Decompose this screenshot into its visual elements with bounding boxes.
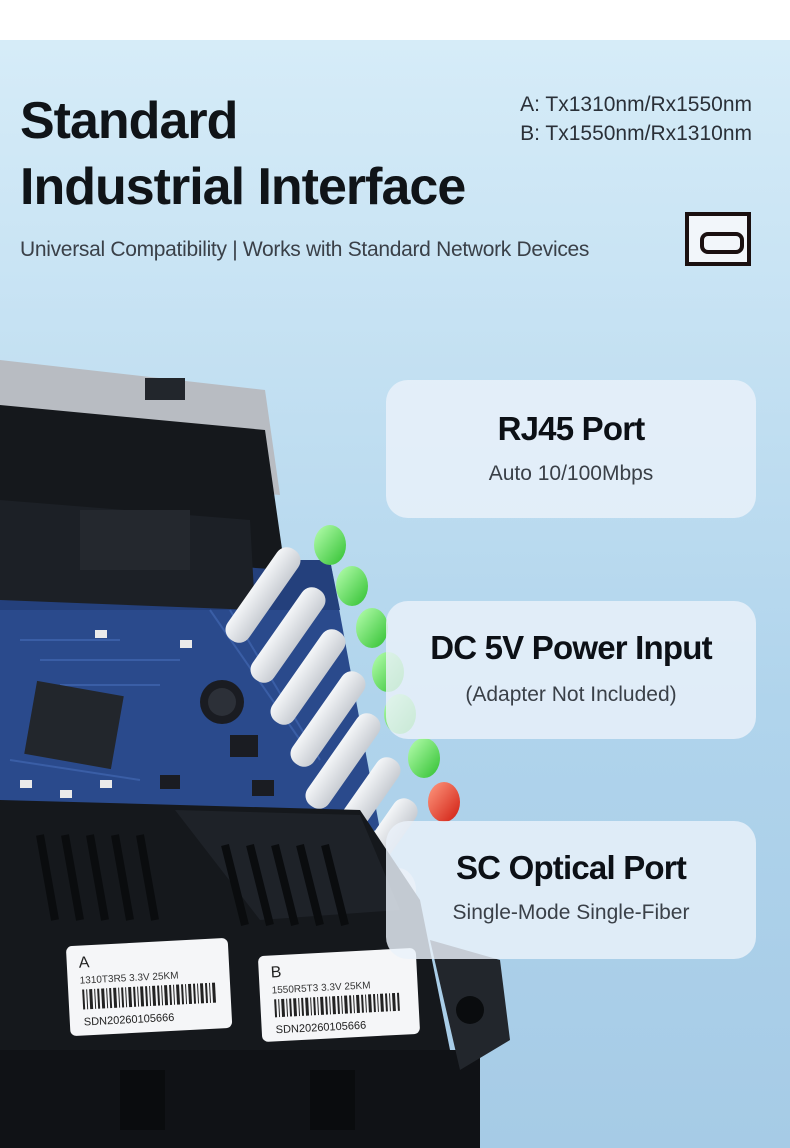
page-title: Standard Industrial Interface <box>20 88 466 220</box>
title-line-2: Industrial Interface <box>20 158 466 216</box>
capacitor <box>200 680 244 724</box>
label-b-spec: 1550R5T3 3.3V 25KM <box>271 980 370 996</box>
feature-title: SC Optical Port <box>455 849 687 886</box>
fiber-label-b: B 1550R5T3 3.3V 25KM SDN202601 <box>258 948 420 1042</box>
feature-subtitle: Auto 10/100Mbps <box>488 462 654 485</box>
label-b-letter: B <box>270 964 282 982</box>
label-a-spec: 1310T3R5 3.3V 25KM <box>79 971 178 987</box>
sc-optical-housing <box>0 800 510 1148</box>
wavelength-b: B: Tx1550nm/Rx1310nm <box>520 122 752 145</box>
fiber-label-a: A 1310T3R5 3.3V 25KM <box>66 938 233 1036</box>
led-3 <box>270 608 388 725</box>
feature-card-power: DC 5V Power Input (Adapter Not Included) <box>386 601 756 739</box>
label-a-letter: A <box>78 954 90 972</box>
feature-title: RJ45 Port <box>497 410 646 447</box>
wavelength-a: A: Tx1310nm/Rx1550nm <box>520 93 752 116</box>
label-a-serial: SDN20260105666 <box>84 1012 175 1029</box>
led-1 <box>225 525 346 643</box>
rj45-housing <box>0 360 285 610</box>
feature-subtitle: Single-Mode Single-Fiber <box>452 901 690 924</box>
main-chip <box>24 680 124 770</box>
feature-card-sc-optical: SC Optical Port Single-Mode Single-Fiber <box>386 821 756 959</box>
page-subtitle: Universal Compatibility | Works with Sta… <box>20 238 590 261</box>
feature-title: DC 5V Power Input <box>430 629 712 666</box>
product-banner: Standard Industrial Interface A: Tx1310n… <box>0 40 790 1148</box>
led-2 <box>250 566 368 683</box>
title-line-1: Standard <box>20 92 238 150</box>
feature-subtitle: (Adapter Not Included) <box>465 683 677 706</box>
feature-card-rj45: RJ45 Port Auto 10/100Mbps <box>386 380 756 518</box>
usb-c-port-icon <box>685 212 751 266</box>
media-converter-board: A 1310T3R5 3.3V 25KM <box>0 360 510 1148</box>
label-b-serial: SDN20260105666 <box>275 1020 366 1037</box>
wavelength-spec: A: Tx1310nm/Rx1550nm B: Tx1550nm/Rx1310n… <box>520 90 752 148</box>
